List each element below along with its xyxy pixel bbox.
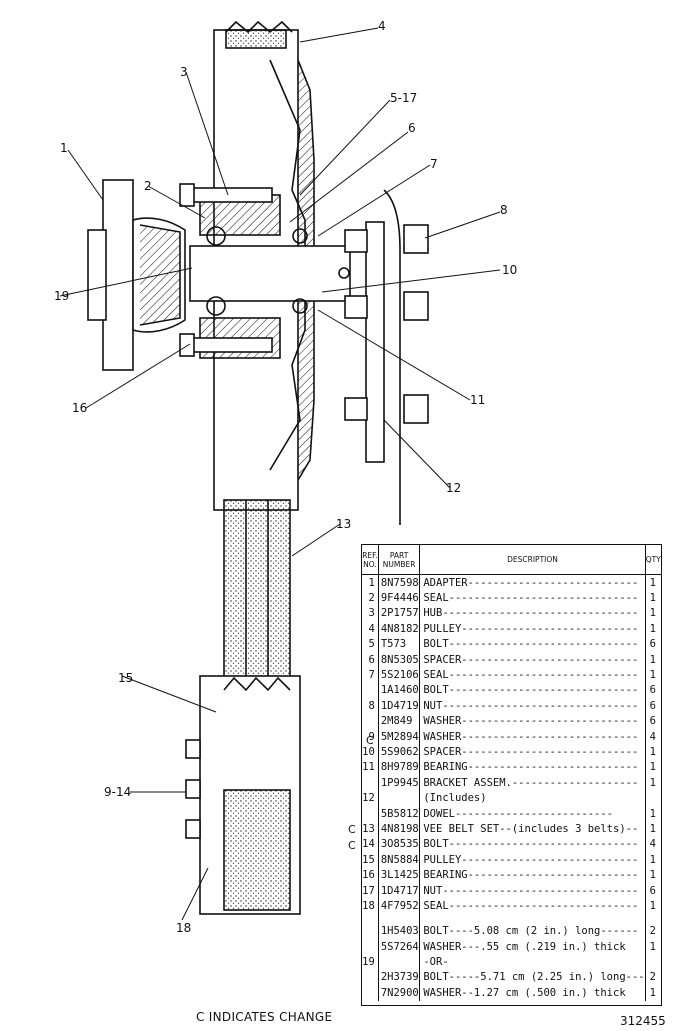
callout-10: 10 [502, 263, 517, 277]
header-qty: QTY [645, 545, 661, 575]
callout-7: 7 [430, 157, 438, 171]
header-ref-no: REF. NO. [362, 545, 379, 575]
header-description: DESCRIPTION [419, 545, 646, 575]
table-row: 5B5812 DOWEL-------------------------1 [362, 805, 661, 822]
callout-11: 11 [470, 393, 485, 407]
vee-belts [223, 499, 291, 681]
table-row: 12 (Includes) [362, 790, 661, 806]
bracket-plate [365, 221, 385, 463]
callout-19: 19 [54, 289, 69, 303]
callout-8: 8 [500, 203, 508, 217]
callout-6: 6 [408, 121, 416, 135]
callout-3: 3 [180, 65, 188, 79]
callout-13: 13 [336, 517, 351, 531]
callout-9-14: 9-14 [104, 785, 131, 799]
callout-15: 15 [118, 671, 133, 685]
callout-18: 18 [176, 921, 191, 935]
callout-12: 12 [446, 481, 461, 495]
callout-16: 16 [72, 401, 87, 415]
change-mark: C [348, 823, 356, 836]
callout-1: 1 [60, 141, 68, 155]
change-mark: C [348, 839, 356, 852]
callout-4: 4 [378, 19, 386, 33]
callout-5-17: 5-17 [390, 91, 417, 105]
change-legend: C INDICATES CHANGE [196, 1010, 333, 1024]
figure-number: 312455 [620, 1014, 666, 1028]
shaft [189, 245, 351, 302]
adapter-flange [102, 179, 134, 371]
table-spacer-row [362, 913, 661, 924]
change-mark: C [366, 734, 374, 747]
header-part-number: PART NUMBER [378, 545, 421, 575]
callout-2: 2 [144, 179, 152, 193]
table-row: 19 -OR- [362, 954, 661, 970]
